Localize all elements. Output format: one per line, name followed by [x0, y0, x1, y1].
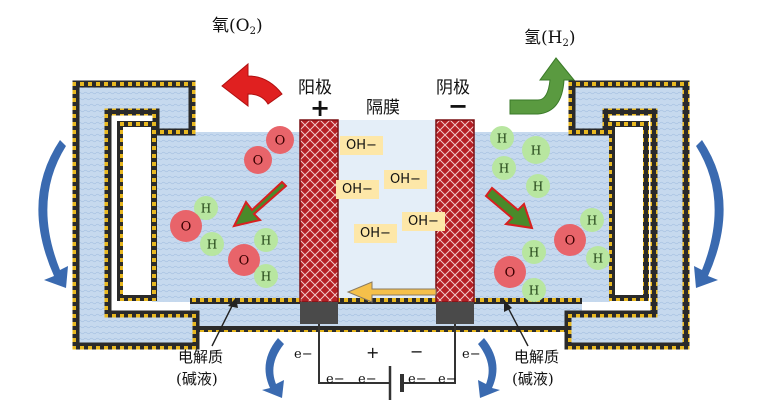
hydroxide-ion: OH−	[384, 170, 427, 189]
oxygen-label: 氧(O2)	[212, 16, 263, 37]
hydrogen-atom	[522, 240, 546, 264]
electron-label: e−	[358, 372, 377, 387]
hydrogen-atom	[522, 278, 546, 302]
hydrogen-atom-label: H	[201, 202, 211, 216]
electron-label: e−	[462, 347, 481, 362]
hydroxide-ion: OH−	[336, 180, 379, 199]
bottom-channel	[190, 300, 582, 330]
cathode-sign: −	[448, 92, 469, 120]
electron-label: e−	[408, 372, 427, 387]
hydrogen-atom-label: H	[529, 284, 539, 298]
electrolyte-right-line1: 电解质	[514, 348, 560, 366]
circuit-wire	[318, 324, 456, 384]
oxygen-atom	[244, 146, 272, 174]
hydrogen-atom-label: H	[497, 132, 507, 146]
oxygen-atom-label: O	[239, 254, 250, 269]
hydrogen-atom	[586, 246, 610, 270]
cathode-label: 阴极	[436, 78, 470, 98]
electron-label: e−	[326, 372, 345, 387]
electrolyte-left-line2: (碱液)	[176, 370, 218, 388]
electrolyte-left-line1: 电解质	[178, 348, 224, 366]
membrane-label: 隔膜	[366, 98, 400, 118]
hydroxide-ion: OH−	[402, 212, 445, 231]
left-electron-return-arrow	[262, 338, 284, 398]
battery-minus: −	[410, 342, 424, 361]
oxygen-release-arrow	[221, 62, 283, 108]
hydrogen-atom	[526, 174, 550, 198]
hydrogen-atom	[194, 196, 218, 220]
oxygen-atom	[266, 126, 294, 154]
electron-label: e−	[294, 347, 313, 362]
anode-reaction-arrow	[232, 180, 288, 228]
hydroxide-migration-arrow	[346, 281, 437, 303]
oxygen-atom-label: O	[505, 266, 516, 281]
hydrogen-release-arrow	[509, 57, 576, 115]
hydrogen-atom-label: H	[499, 162, 509, 176]
hydrogen-atom-label: H	[261, 234, 271, 248]
hydrogen-atom	[254, 264, 278, 288]
hydrogen-atom	[200, 232, 224, 256]
hydrogen-atom	[522, 136, 550, 164]
right-circulation-arrow	[694, 140, 724, 288]
anode-electrode	[299, 119, 339, 303]
oxygen-atom	[554, 224, 586, 256]
oxygen-atom	[228, 244, 260, 276]
hydrogen-atom	[580, 208, 604, 232]
battery-plus: +	[366, 343, 380, 362]
electron-label: e−	[438, 372, 457, 387]
oxygen-atom-label: O	[275, 134, 286, 149]
hydrogen-atom-label: H	[533, 180, 543, 194]
hydrogen-atom-label: H	[587, 214, 597, 228]
cathode-terminal	[436, 302, 474, 324]
cathode-reaction-arrow	[484, 186, 534, 230]
hydrogen-atom-label: H	[529, 246, 539, 260]
right-electron-return-arrow	[478, 338, 500, 398]
hydrogen-atom-label: H	[531, 144, 541, 158]
oxygen-atom	[170, 210, 202, 242]
hydrogen-atom-label: H	[261, 270, 271, 284]
left-circulation-loop	[72, 80, 200, 350]
oxygen-atom-label: O	[565, 234, 576, 249]
cathode-electrode	[435, 119, 475, 303]
oxygen-atom	[494, 256, 526, 288]
hydroxide-ion: OH−	[340, 136, 383, 155]
anode-terminal	[300, 302, 338, 324]
left-circulation-arrow	[38, 140, 68, 288]
hydroxide-ion: OH−	[354, 224, 397, 243]
electrolyte-right-line2: (碱液)	[512, 370, 554, 388]
oxygen-atom-label: O	[253, 154, 264, 169]
hydrogen-atom-label: H	[593, 252, 603, 266]
anode-label: 阳极	[298, 78, 332, 98]
hydrogen-atom	[490, 126, 514, 150]
hydrogen-label: 氢(H2)	[524, 28, 576, 49]
right-circulation-loop	[564, 80, 690, 350]
oxygen-atom-label: O	[181, 220, 192, 235]
hydrogen-atom	[492, 156, 516, 180]
hydrogen-atom-label: H	[207, 238, 217, 252]
hydrogen-atom	[254, 228, 278, 252]
anode-sign: +	[310, 94, 331, 122]
